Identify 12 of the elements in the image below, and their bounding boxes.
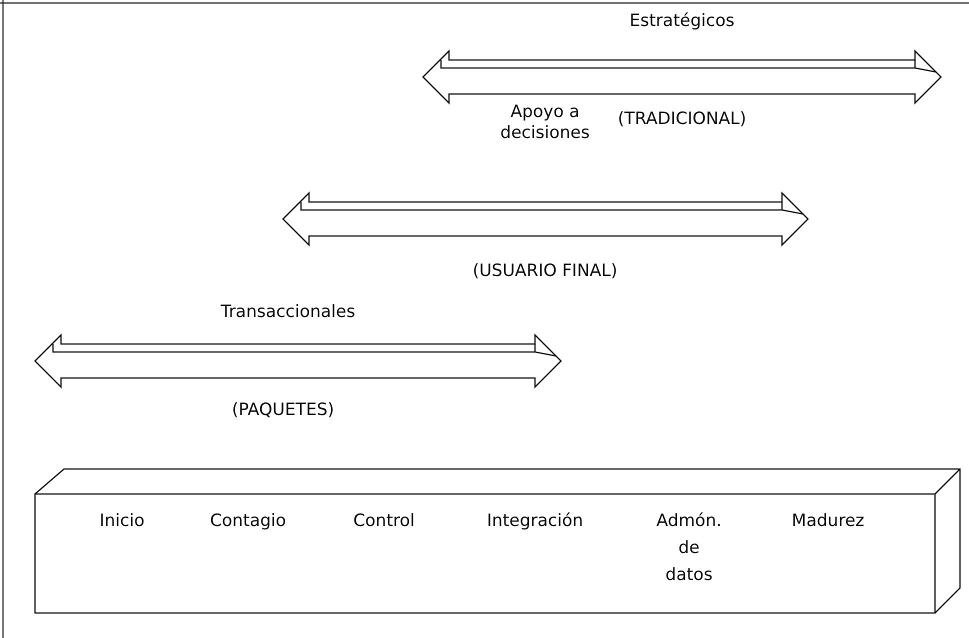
stage-label: Control <box>353 510 415 533</box>
range-caption: (PAQUETES) <box>232 400 334 421</box>
range-caption: (TRADICIONAL) <box>618 109 746 130</box>
stage-label: Integración <box>486 510 584 533</box>
stage-label: Contagio <box>210 510 286 533</box>
stage-label: Madurez <box>792 510 864 533</box>
stage-label: Admón. de datos <box>655 510 723 587</box>
stage-label: Inicio <box>100 510 144 533</box>
range-title: Transaccionales <box>220 302 356 323</box>
range-title: Estratégicos <box>630 11 734 32</box>
range-caption: (USUARIO FINAL) <box>472 261 618 282</box>
range-title: Apoyo a decisiones <box>499 102 591 144</box>
